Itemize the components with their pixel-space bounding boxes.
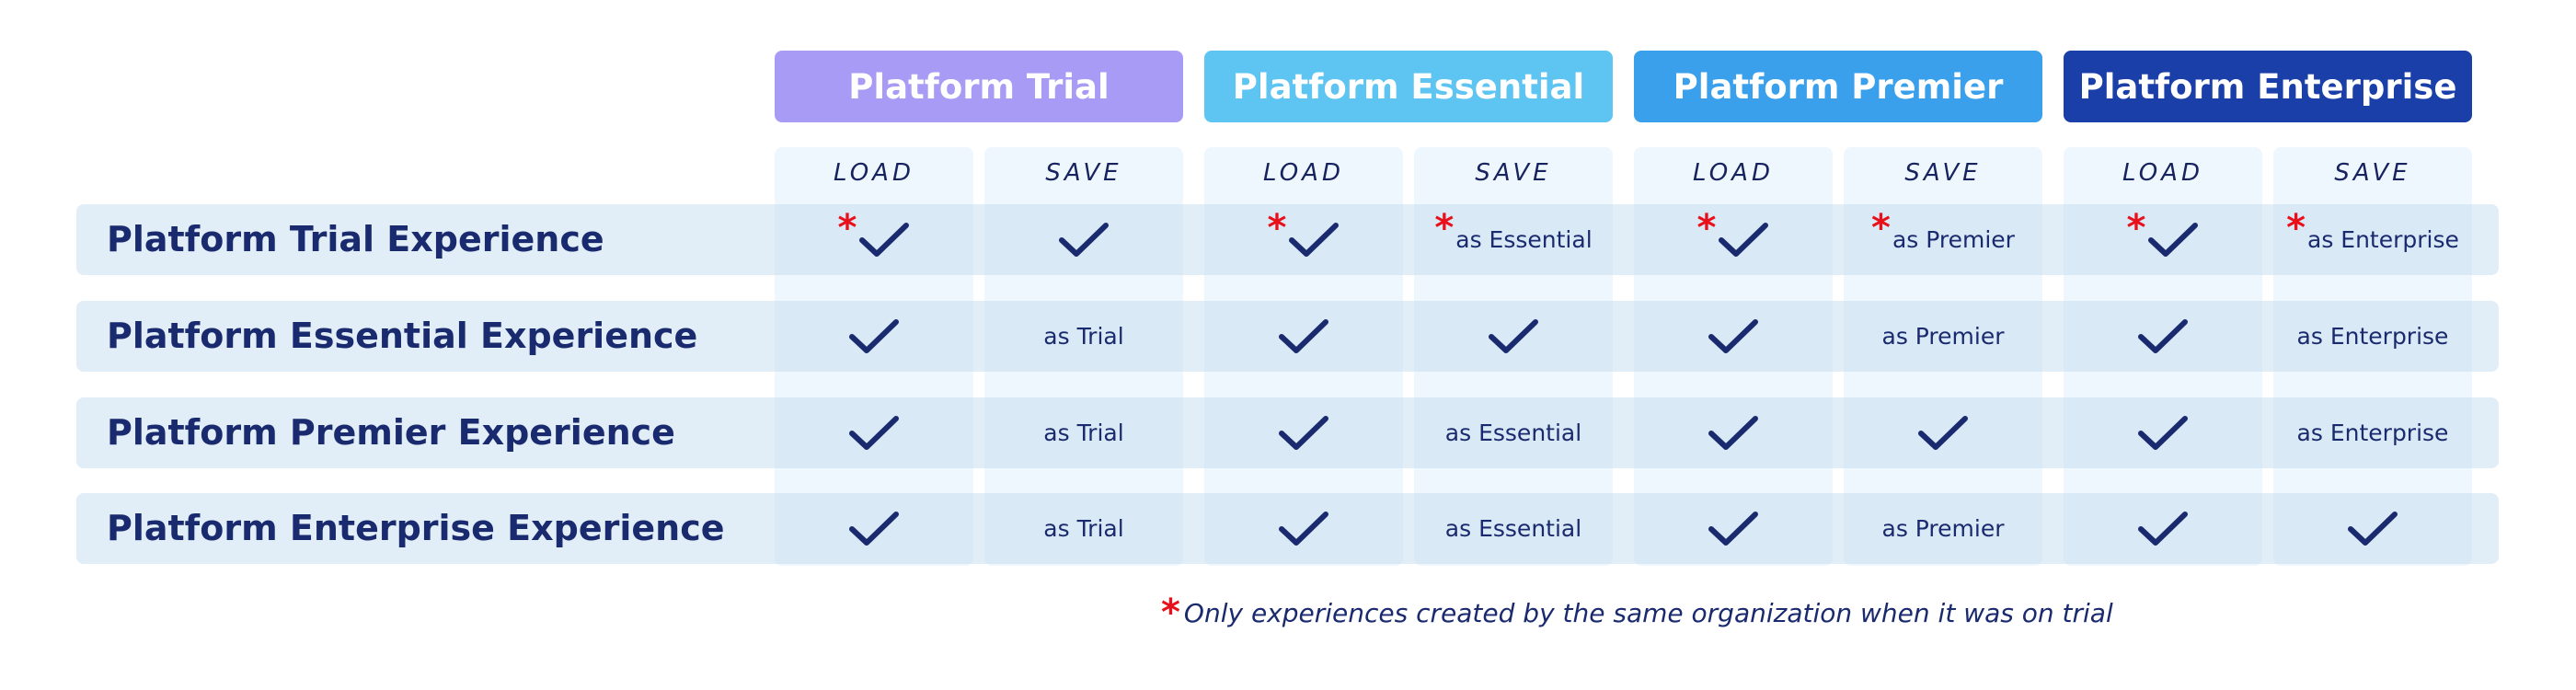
cell-text: as Premier	[1881, 515, 2005, 542]
cell-text: as Enterprise	[2296, 420, 2449, 446]
load-label: LOAD	[834, 159, 914, 187]
row-label: Platform Enterprise Experience	[107, 508, 725, 548]
table-cell: as Trial	[984, 301, 1183, 372]
check-icon	[1279, 511, 1328, 546]
row-label: Platform Trial Experience	[107, 219, 604, 259]
table-cell	[2064, 301, 2262, 372]
check-icon	[1279, 318, 1328, 353]
plan-header-platform-enterprise: Platform Enterprise	[2064, 51, 2472, 122]
table-cell: as Premier	[1844, 493, 2042, 564]
check-icon	[859, 222, 910, 257]
load-label: LOAD	[1693, 159, 1774, 187]
check-icon	[1719, 222, 1769, 257]
row-band	[76, 493, 2499, 564]
table-cell: as Essential	[1414, 397, 1613, 468]
check-icon	[1059, 222, 1109, 257]
table-cell	[1414, 301, 1613, 372]
table-cell	[775, 301, 973, 372]
table-cell: *	[2064, 204, 2262, 275]
asterisk-icon: *	[1696, 207, 1717, 249]
check-icon	[849, 415, 899, 450]
table-cell	[1204, 493, 1403, 564]
row-band	[76, 204, 2499, 275]
table-cell: as Enterprise	[2273, 397, 2472, 468]
check-icon	[1489, 318, 1538, 353]
table-cell: as Trial	[984, 493, 1183, 564]
check-icon	[2138, 318, 2188, 353]
table-cell: *as Essential	[1414, 204, 1613, 275]
table-cell: *	[775, 204, 973, 275]
table-cell	[1204, 397, 1403, 468]
asterisk-icon: *	[2126, 207, 2146, 249]
check-icon	[1708, 415, 1758, 450]
footnote: * Only experiences created by the same o…	[1161, 592, 2113, 634]
table-cell: *	[1634, 204, 1833, 275]
check-icon	[2138, 415, 2188, 450]
table-cell: *	[1204, 204, 1403, 275]
check-icon	[2348, 511, 2398, 546]
footnote-text: Only experiences created by the same org…	[1183, 598, 2113, 628]
check-icon	[1708, 318, 1758, 353]
check-icon	[1289, 222, 1340, 257]
table-cell	[984, 204, 1183, 275]
table-cell: as Essential	[1414, 493, 1613, 564]
load-label: LOAD	[1263, 159, 1344, 187]
check-icon	[2138, 511, 2188, 546]
asterisk-icon: *	[2286, 207, 2306, 249]
table-cell: as Trial	[984, 397, 1183, 468]
cell-text: as Trial	[1043, 323, 1124, 350]
table-cell	[775, 493, 973, 564]
cell-text: as Enterprise	[2296, 323, 2449, 350]
save-label: SAVE	[1904, 159, 1982, 187]
plan-header-platform-premier: Platform Premier	[1634, 51, 2042, 122]
asterisk-icon: *	[1267, 207, 1287, 249]
table-cell	[1634, 301, 1833, 372]
table-cell	[1634, 397, 1833, 468]
cell-text: as Premier	[1892, 226, 2015, 253]
plan-header-platform-essential: Platform Essential	[1204, 51, 1613, 122]
check-icon	[2148, 222, 2199, 257]
row-band	[76, 301, 2499, 372]
save-label: SAVE	[1045, 159, 1122, 187]
cell-text: as Essential	[1455, 226, 1593, 253]
load-label: LOAD	[2122, 159, 2203, 187]
check-icon	[1708, 511, 1758, 546]
cell-text: as Premier	[1881, 323, 2005, 350]
table-cell	[2064, 397, 2262, 468]
table-cell: as Enterprise	[2273, 301, 2472, 372]
footnote-star: *	[1161, 592, 1180, 634]
check-icon	[1918, 415, 1968, 450]
cell-text: as Enterprise	[2307, 226, 2459, 253]
table-cell	[1204, 301, 1403, 372]
asterisk-icon: *	[1434, 207, 1455, 249]
row-label: Platform Essential Experience	[107, 316, 698, 356]
table-cell	[2273, 493, 2472, 564]
check-icon	[849, 318, 899, 353]
table-cell: *as Premier	[1844, 204, 2042, 275]
cell-text: as Essential	[1444, 515, 1582, 542]
table-cell	[2064, 493, 2262, 564]
asterisk-icon: *	[1871, 207, 1891, 249]
plan-header-platform-trial: Platform Trial	[775, 51, 1183, 122]
table-cell	[775, 397, 973, 468]
check-icon	[849, 511, 899, 546]
table-cell	[1844, 397, 2042, 468]
table-cell	[1634, 493, 1833, 564]
asterisk-icon: *	[837, 207, 857, 249]
table-cell: as Premier	[1844, 301, 2042, 372]
row-band	[76, 397, 2499, 468]
save-label: SAVE	[1475, 159, 1552, 187]
check-icon	[1279, 415, 1328, 450]
cell-text: as Essential	[1444, 420, 1582, 446]
table-cell: *as Enterprise	[2273, 204, 2472, 275]
row-label: Platform Premier Experience	[107, 412, 675, 453]
save-label: SAVE	[2334, 159, 2411, 187]
cell-text: as Trial	[1043, 420, 1124, 446]
cell-text: as Trial	[1043, 515, 1124, 542]
